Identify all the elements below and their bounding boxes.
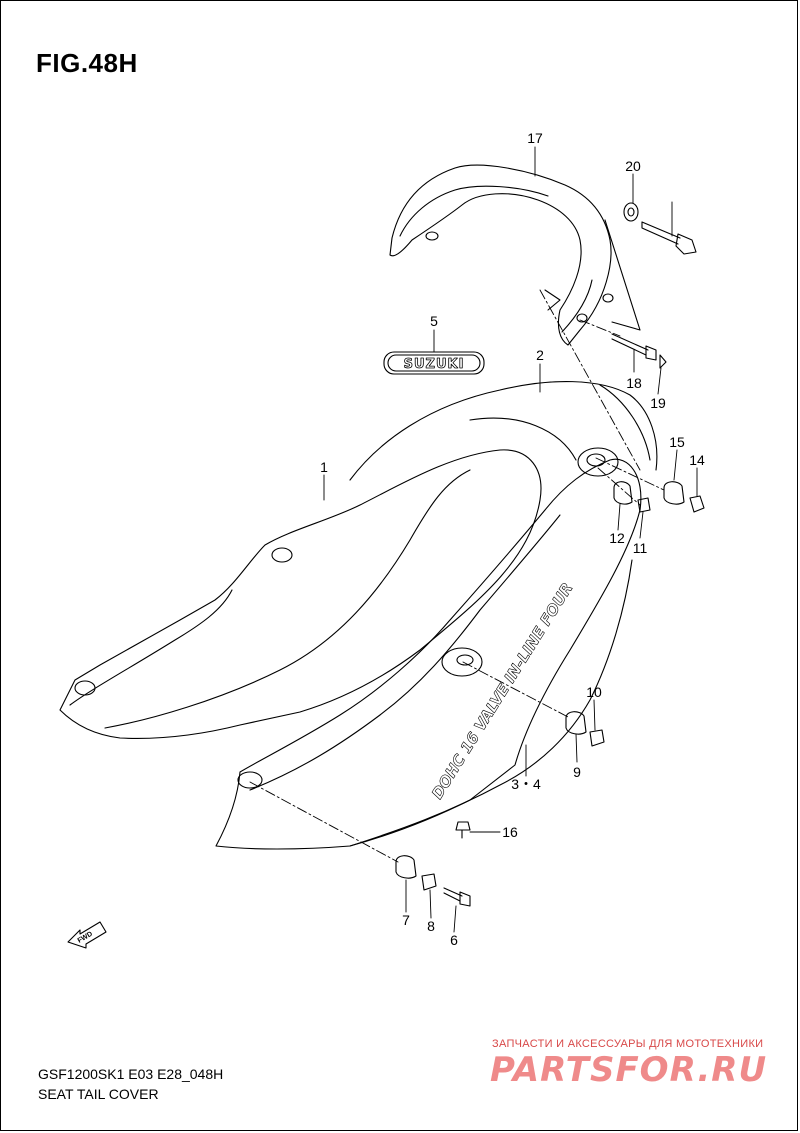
- callout-7: 7: [402, 912, 410, 928]
- watermark-subtitle: ЗАПЧАСТИ И АКСЕССУАРЫ ДЛЯ МОТОТЕХНИКИ: [492, 1038, 764, 1050]
- callout-8: 8: [427, 918, 435, 934]
- collar-9: [589, 729, 605, 747]
- grommet-14: [663, 481, 685, 505]
- callout-1: 1: [320, 459, 328, 475]
- leader-lines: [323, 146, 698, 933]
- grab-rail: [389, 164, 641, 346]
- grommet-7: [395, 855, 417, 879]
- callout-16: 17: [527, 130, 543, 146]
- callout-5: 5: [430, 313, 438, 329]
- washer-19: [623, 202, 639, 222]
- callout-15: 16: [502, 824, 518, 840]
- hardware: [395, 202, 705, 907]
- tail-cover-right: DOHC 16 VALVE IN-LINE FOUR: [215, 458, 642, 850]
- collar-13: [689, 495, 705, 513]
- grommet-12: [613, 481, 633, 505]
- tail-cover-center: [349, 381, 658, 481]
- callout-13: 14: [689, 452, 705, 468]
- decal-text: DOHC 16 VALVE IN-LINE FOUR: [428, 580, 576, 802]
- callout-14: 15: [669, 434, 685, 450]
- screw-15: [455, 821, 471, 839]
- bolt-17: [611, 333, 649, 356]
- emblem-text: SUZUKI: [404, 357, 465, 372]
- callout-labels: 17 20 5 2 1 18 19 15 14 12 11 10 9 3・4 1…: [320, 130, 705, 948]
- watermark-logo: PARTSFOR.RU: [490, 1050, 768, 1090]
- tail-cover-left: [59, 449, 542, 739]
- callout-12: 12: [609, 530, 625, 546]
- callout-11: 11: [633, 540, 648, 556]
- bolt-6: [443, 887, 463, 902]
- figure-title: FIG.48H: [36, 48, 138, 78]
- model-code: GSF1200SK1 E03 E28_048H: [38, 1066, 224, 1082]
- callout-2: 2: [536, 347, 544, 363]
- callout-9: 10: [586, 684, 602, 700]
- callout-3-4: 3・4: [511, 776, 541, 792]
- callout-19: 20: [625, 158, 641, 174]
- fwd-arrow-icon: FWD: [67, 921, 107, 949]
- callout-6: 6: [450, 932, 458, 948]
- callout-10: 9: [573, 764, 581, 780]
- collar-8: [421, 873, 437, 891]
- clip-18: [659, 354, 667, 369]
- bolt-20: [641, 221, 681, 245]
- callout-17: 18: [626, 375, 642, 391]
- assembly-lines: [249, 289, 665, 863]
- diagram-caption: SEAT TAIL COVER: [38, 1086, 159, 1102]
- callout-18: 19: [650, 395, 666, 411]
- grommet-10: [565, 711, 587, 735]
- suzuki-emblem: SUZUKI: [383, 351, 485, 375]
- collar-11: [637, 497, 651, 513]
